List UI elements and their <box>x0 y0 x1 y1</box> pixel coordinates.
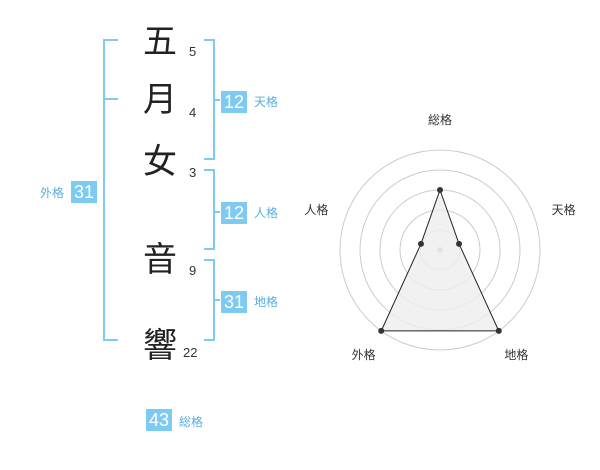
radar-axis-label-4: 人格 <box>304 202 328 217</box>
soukaku-badge: 43 <box>146 409 173 431</box>
radar-polygon <box>380 188 500 332</box>
soukaku-label: 総格 <box>179 415 204 429</box>
stroke-count-3: 3 <box>189 165 197 180</box>
name-character-5: 響 <box>143 326 177 366</box>
tenkaku-badge: 12 <box>221 91 248 113</box>
stroke-count-4: 9 <box>189 263 197 278</box>
stroke-count-1: 5 <box>189 44 197 59</box>
gaikaku-label: 外格 <box>40 186 65 200</box>
radar-axis-label-1: 天格 <box>552 202 576 217</box>
stroke-count-2: 4 <box>189 105 197 120</box>
radar-point-3 <box>378 327 385 334</box>
radar-axis-label-3: 外格 <box>352 347 376 362</box>
chikaku-label: 地格 <box>254 295 279 309</box>
radar-axis-label-0: 総格 <box>428 112 452 127</box>
tenkaku-label: 天格 <box>254 95 279 109</box>
radar-shape <box>378 187 502 334</box>
name-character-3: 女 <box>143 142 177 182</box>
name-character-1: 五 <box>143 22 177 62</box>
jinkaku-label: 人格 <box>254 206 279 220</box>
radar-point-0 <box>437 187 443 193</box>
radar-point-2 <box>495 327 502 334</box>
radar-axis-label-2: 地格 <box>504 347 528 362</box>
stroke-count-5: 22 <box>183 345 198 360</box>
radar-point-4 <box>417 240 424 247</box>
name-character-4: 音 <box>143 240 177 280</box>
radar-point-1 <box>456 240 463 247</box>
gaikaku-badge: 31 <box>71 181 98 203</box>
name-character-2: 月 <box>143 80 177 120</box>
jinkaku-badge: 12 <box>221 202 248 224</box>
chikaku-badge: 31 <box>221 291 248 313</box>
radar-ring-5 <box>339 149 541 351</box>
